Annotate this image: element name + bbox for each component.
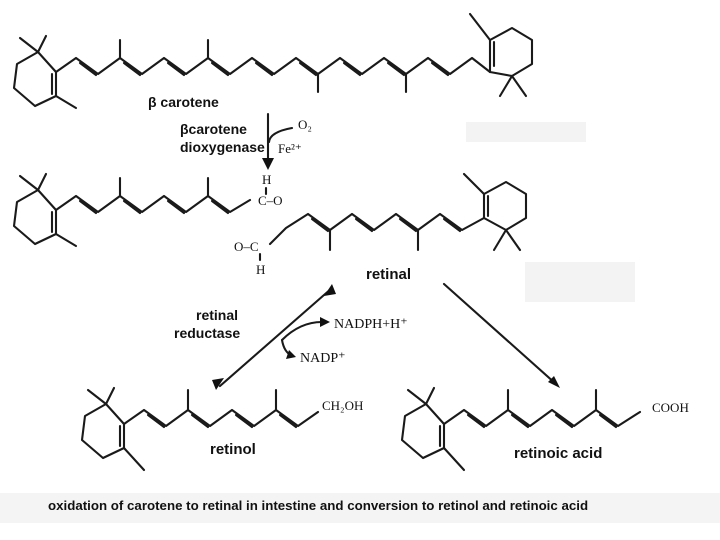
ch2oh-label: CH₂OH (322, 398, 363, 413)
nadph-curve (280, 320, 324, 342)
oxidation-arrow (442, 282, 558, 386)
nadph-label: NADPH+H⁺ (334, 317, 408, 332)
retinol-structure: CH₂OH retinol (80, 386, 363, 472)
aldehyde-oc-bottom: O–C (234, 239, 259, 254)
retinal-reductase-step: retinal reductase NADPH+H⁺ NADP⁺ (174, 284, 408, 390)
reversible-arrow (218, 286, 334, 388)
beta-carotene-right-ring (488, 26, 534, 78)
retinal-label: retinal (366, 266, 411, 283)
aldehyde-h-bottom: H (256, 262, 265, 277)
aldehyde-h-top: H (262, 172, 271, 187)
caption-bar (0, 493, 720, 523)
beta-carotene-label: β carotene (148, 94, 219, 110)
enzyme2-label-line1: retinal (196, 307, 238, 323)
figure-caption: oxidation of carotene to retinal in inte… (48, 498, 589, 513)
dioxygenase-step: βcarotene dioxygenase O₂ Fe²⁺ (180, 112, 312, 170)
arrow-head (262, 158, 274, 170)
background-smudge (466, 122, 586, 142)
beta-carotene-left-ring (12, 50, 58, 108)
beta-carotene-polyene-chain (54, 56, 492, 76)
nadp-label: NADP⁺ (300, 351, 346, 366)
retinol-label: retinol (210, 441, 256, 458)
right-retinal-structure: O–C H retinal (234, 172, 528, 283)
cooh-label: COOH (652, 400, 689, 415)
background-smudge (525, 262, 635, 302)
enzyme2-label-line2: reductase (174, 325, 240, 341)
retinoic-acid-structure: COOH retinoic acid (400, 386, 689, 472)
beta-carotene-structure: β carotene (12, 12, 534, 110)
enzyme1-label-line1: βcarotene (180, 121, 247, 137)
left-retinal-structure: H C–O (12, 172, 283, 248)
enzyme1-label-line2: dioxygenase (180, 139, 265, 155)
o2-label: O₂ (298, 117, 312, 132)
o2-input-curve (267, 126, 294, 144)
fe-label: Fe²⁺ (278, 141, 302, 156)
aldehyde-co-top: C–O (258, 193, 283, 208)
retinoic-acid-label: retinoic acid (514, 445, 602, 462)
